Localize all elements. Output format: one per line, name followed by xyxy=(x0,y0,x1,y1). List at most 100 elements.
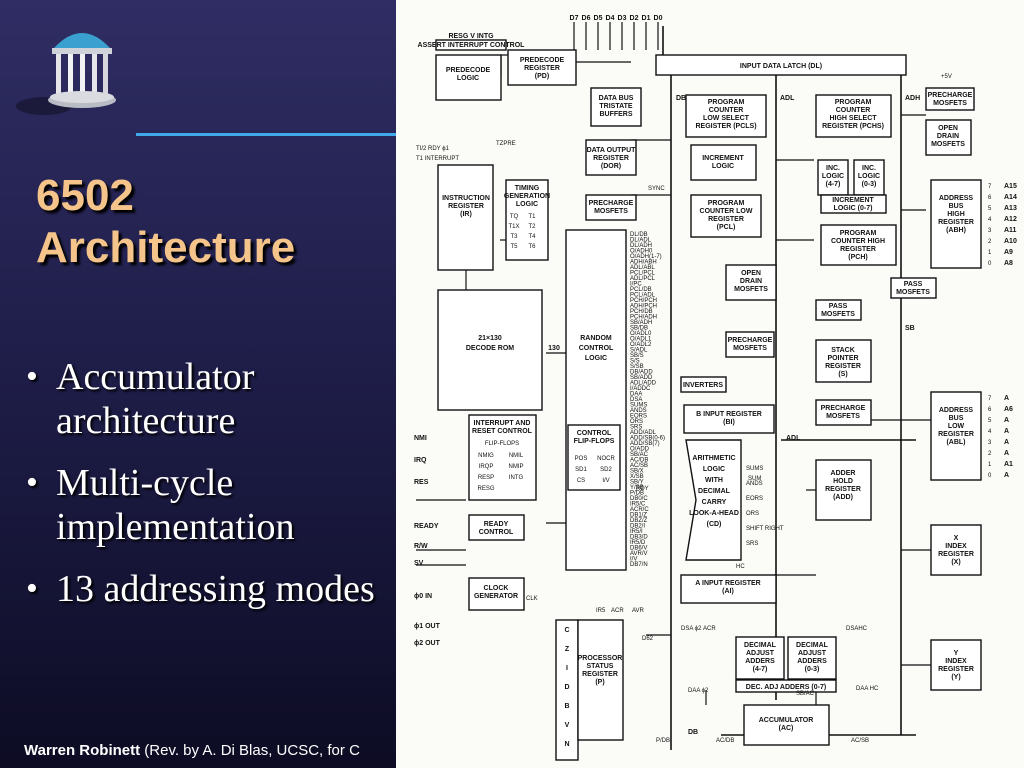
assert-interrupt-label: ASSERT INTERRUPT CONTROL xyxy=(418,42,526,49)
control-signal-label: SB/ADH xyxy=(630,320,652,326)
abl-pin-label: A xyxy=(1004,439,1009,446)
decimal-adjust-high-label: ADDERS xyxy=(745,658,775,665)
inc-logic-high-label: (4-7) xyxy=(826,181,841,188)
abh-label: ADDRESS xyxy=(939,195,974,202)
abh-bit-number: 5 xyxy=(988,206,992,212)
resg-label: RESG V INTG xyxy=(448,33,494,40)
open-drain-right-label: OPEN xyxy=(938,125,958,132)
control-signal-label: DB/ADD xyxy=(630,370,653,376)
flip-flop-label: NMIG xyxy=(478,453,494,459)
bullet-item: •Multi-cycle implementation xyxy=(24,461,394,549)
timing-logic-label: GENERATION xyxy=(504,193,550,200)
abh-pin-label: A11 xyxy=(1004,227,1017,234)
bus-label: ADL xyxy=(780,95,795,102)
pass-mosfets-low-label: PASS xyxy=(829,303,848,310)
abl-pin-label: A xyxy=(1004,428,1009,435)
control-signal-label: SB/S xyxy=(630,353,644,359)
control-signal-label: DAA xyxy=(630,392,642,398)
random-control-label: RANDOM xyxy=(580,335,612,342)
precharge-sb-label: MOSFETS xyxy=(826,413,860,420)
control-flip-flop-cell: NOCR xyxy=(597,456,615,462)
control-flip-flop-cell: CS xyxy=(577,478,585,484)
data-bus-tristate-label: TRISTATE xyxy=(599,103,633,110)
alu-label: WITH xyxy=(705,477,723,484)
control-signal-label: ADD/SB(7) xyxy=(630,441,660,447)
alu-output-label: SRS xyxy=(746,541,758,547)
left-pin-label: ϕ2 OUT xyxy=(414,640,441,647)
inc-logic-high-label: INC. xyxy=(826,165,840,172)
interrupt-control-label: RESET CONTROL xyxy=(472,428,533,435)
inc-logic-low-label: (0-3) xyxy=(862,181,877,188)
decode-rom-label: 21×130 xyxy=(478,335,502,342)
data-output-register-label: (DOR) xyxy=(601,163,621,170)
assert-interrupt-box xyxy=(435,39,507,51)
decimal-adjust-high-label: ADJUST xyxy=(746,650,775,657)
y-index-label: REGISTER xyxy=(938,666,974,673)
inc-logic-low-label: LOGIC xyxy=(858,173,880,180)
bullet-item: •13 addressing modes xyxy=(24,567,394,611)
control-signal-label: ORS xyxy=(630,419,643,425)
data-bus-tristate-label: BUFFERS xyxy=(599,111,632,118)
abh-bit-number: 2 xyxy=(988,239,992,245)
stack-pointer-label: STACK xyxy=(831,347,855,354)
clock-generator-label: CLOCK xyxy=(484,585,509,592)
control-signal-label: PCH/DB xyxy=(630,309,653,315)
bullet-list: •Accumulator architecture •Multi-cycle i… xyxy=(24,355,394,629)
abl-bit-number: 4 xyxy=(988,429,992,435)
data-output-register-label: REGISTER xyxy=(593,155,629,162)
title-line-2: Architecture xyxy=(36,223,296,272)
control-signal-label: O/ADL1 xyxy=(630,337,652,343)
control-signal-label: P/DB xyxy=(630,491,644,497)
control-signal-label: ADH/ABH xyxy=(630,260,657,266)
predecode-logic-label: LOGIC xyxy=(457,75,479,82)
status-bit-label: B xyxy=(564,703,569,710)
control-signal-label: PCL/ADL xyxy=(630,293,656,299)
bullet-item: •Accumulator architecture xyxy=(24,355,394,443)
y-index-label: (Y) xyxy=(951,674,960,681)
timing-cell: T2 xyxy=(528,224,536,230)
bus-label: SB xyxy=(905,325,915,332)
abh-bit-number: 0 xyxy=(988,261,992,267)
abl-pin-label: A1 xyxy=(1004,461,1013,468)
data-bus-tristate-box xyxy=(590,87,642,127)
stack-pointer-label: POINTER xyxy=(827,355,858,362)
decimal-adjust-high-box xyxy=(735,636,785,680)
decimal-adjust-high-label: DECIMAL xyxy=(744,642,777,649)
accumulator-label: (AC) xyxy=(779,725,794,732)
status-bit-label: C xyxy=(564,627,569,634)
open-drain-right-label: DRAIN xyxy=(937,133,959,140)
control-signal-label: DB0/C xyxy=(630,496,648,502)
pch-label: REGISTER xyxy=(840,246,876,253)
control-signal-label: SB/X xyxy=(630,469,644,475)
control-signal-label: DB7/N xyxy=(630,562,648,568)
pch-select-label: COUNTER xyxy=(836,107,871,114)
abl-bit-number: 3 xyxy=(988,440,992,446)
flip-flop-label: NMIL xyxy=(509,453,524,459)
timing-cell: T5 xyxy=(510,244,518,250)
adder-hold-box xyxy=(815,459,872,521)
decode-rom-box xyxy=(437,289,543,411)
adder-hold-label: REGISTER xyxy=(825,486,861,493)
left-pin-label: NMI xyxy=(414,435,427,442)
control-flip-flops-box xyxy=(567,424,621,491)
open-drain-left-label: MOSFETS xyxy=(734,286,768,293)
precharge-sb-label: PRECHARGE xyxy=(821,405,866,412)
interrupt-control-box xyxy=(468,414,537,501)
decimal-adjust-low-label: DECIMAL xyxy=(796,642,829,649)
slide-title-panel: 6502 Architecture •Accumulator architect… xyxy=(0,0,396,768)
timing-cell: T4 xyxy=(528,234,536,240)
status-bit-label: V xyxy=(565,722,570,729)
abh-pin-label: A13 xyxy=(1004,205,1017,212)
bus-label: DB xyxy=(676,95,686,102)
x-index-label: REGISTER xyxy=(938,551,974,558)
well-pavilion-icon xyxy=(16,33,116,115)
clock-generator-box xyxy=(468,577,525,611)
control-signal-label: DB1/Z xyxy=(630,513,647,519)
data-pin-label: D4 xyxy=(606,15,615,22)
alu-label: DECIMAL xyxy=(698,488,731,495)
ready-control-label: CONTROL xyxy=(479,529,514,536)
increment-logic-label: INCREMENT xyxy=(702,155,744,162)
a-input-register-box xyxy=(680,574,777,604)
control-signal-label: IR5/C xyxy=(630,502,646,508)
control-signal-label: PCL/PCL xyxy=(630,271,656,277)
